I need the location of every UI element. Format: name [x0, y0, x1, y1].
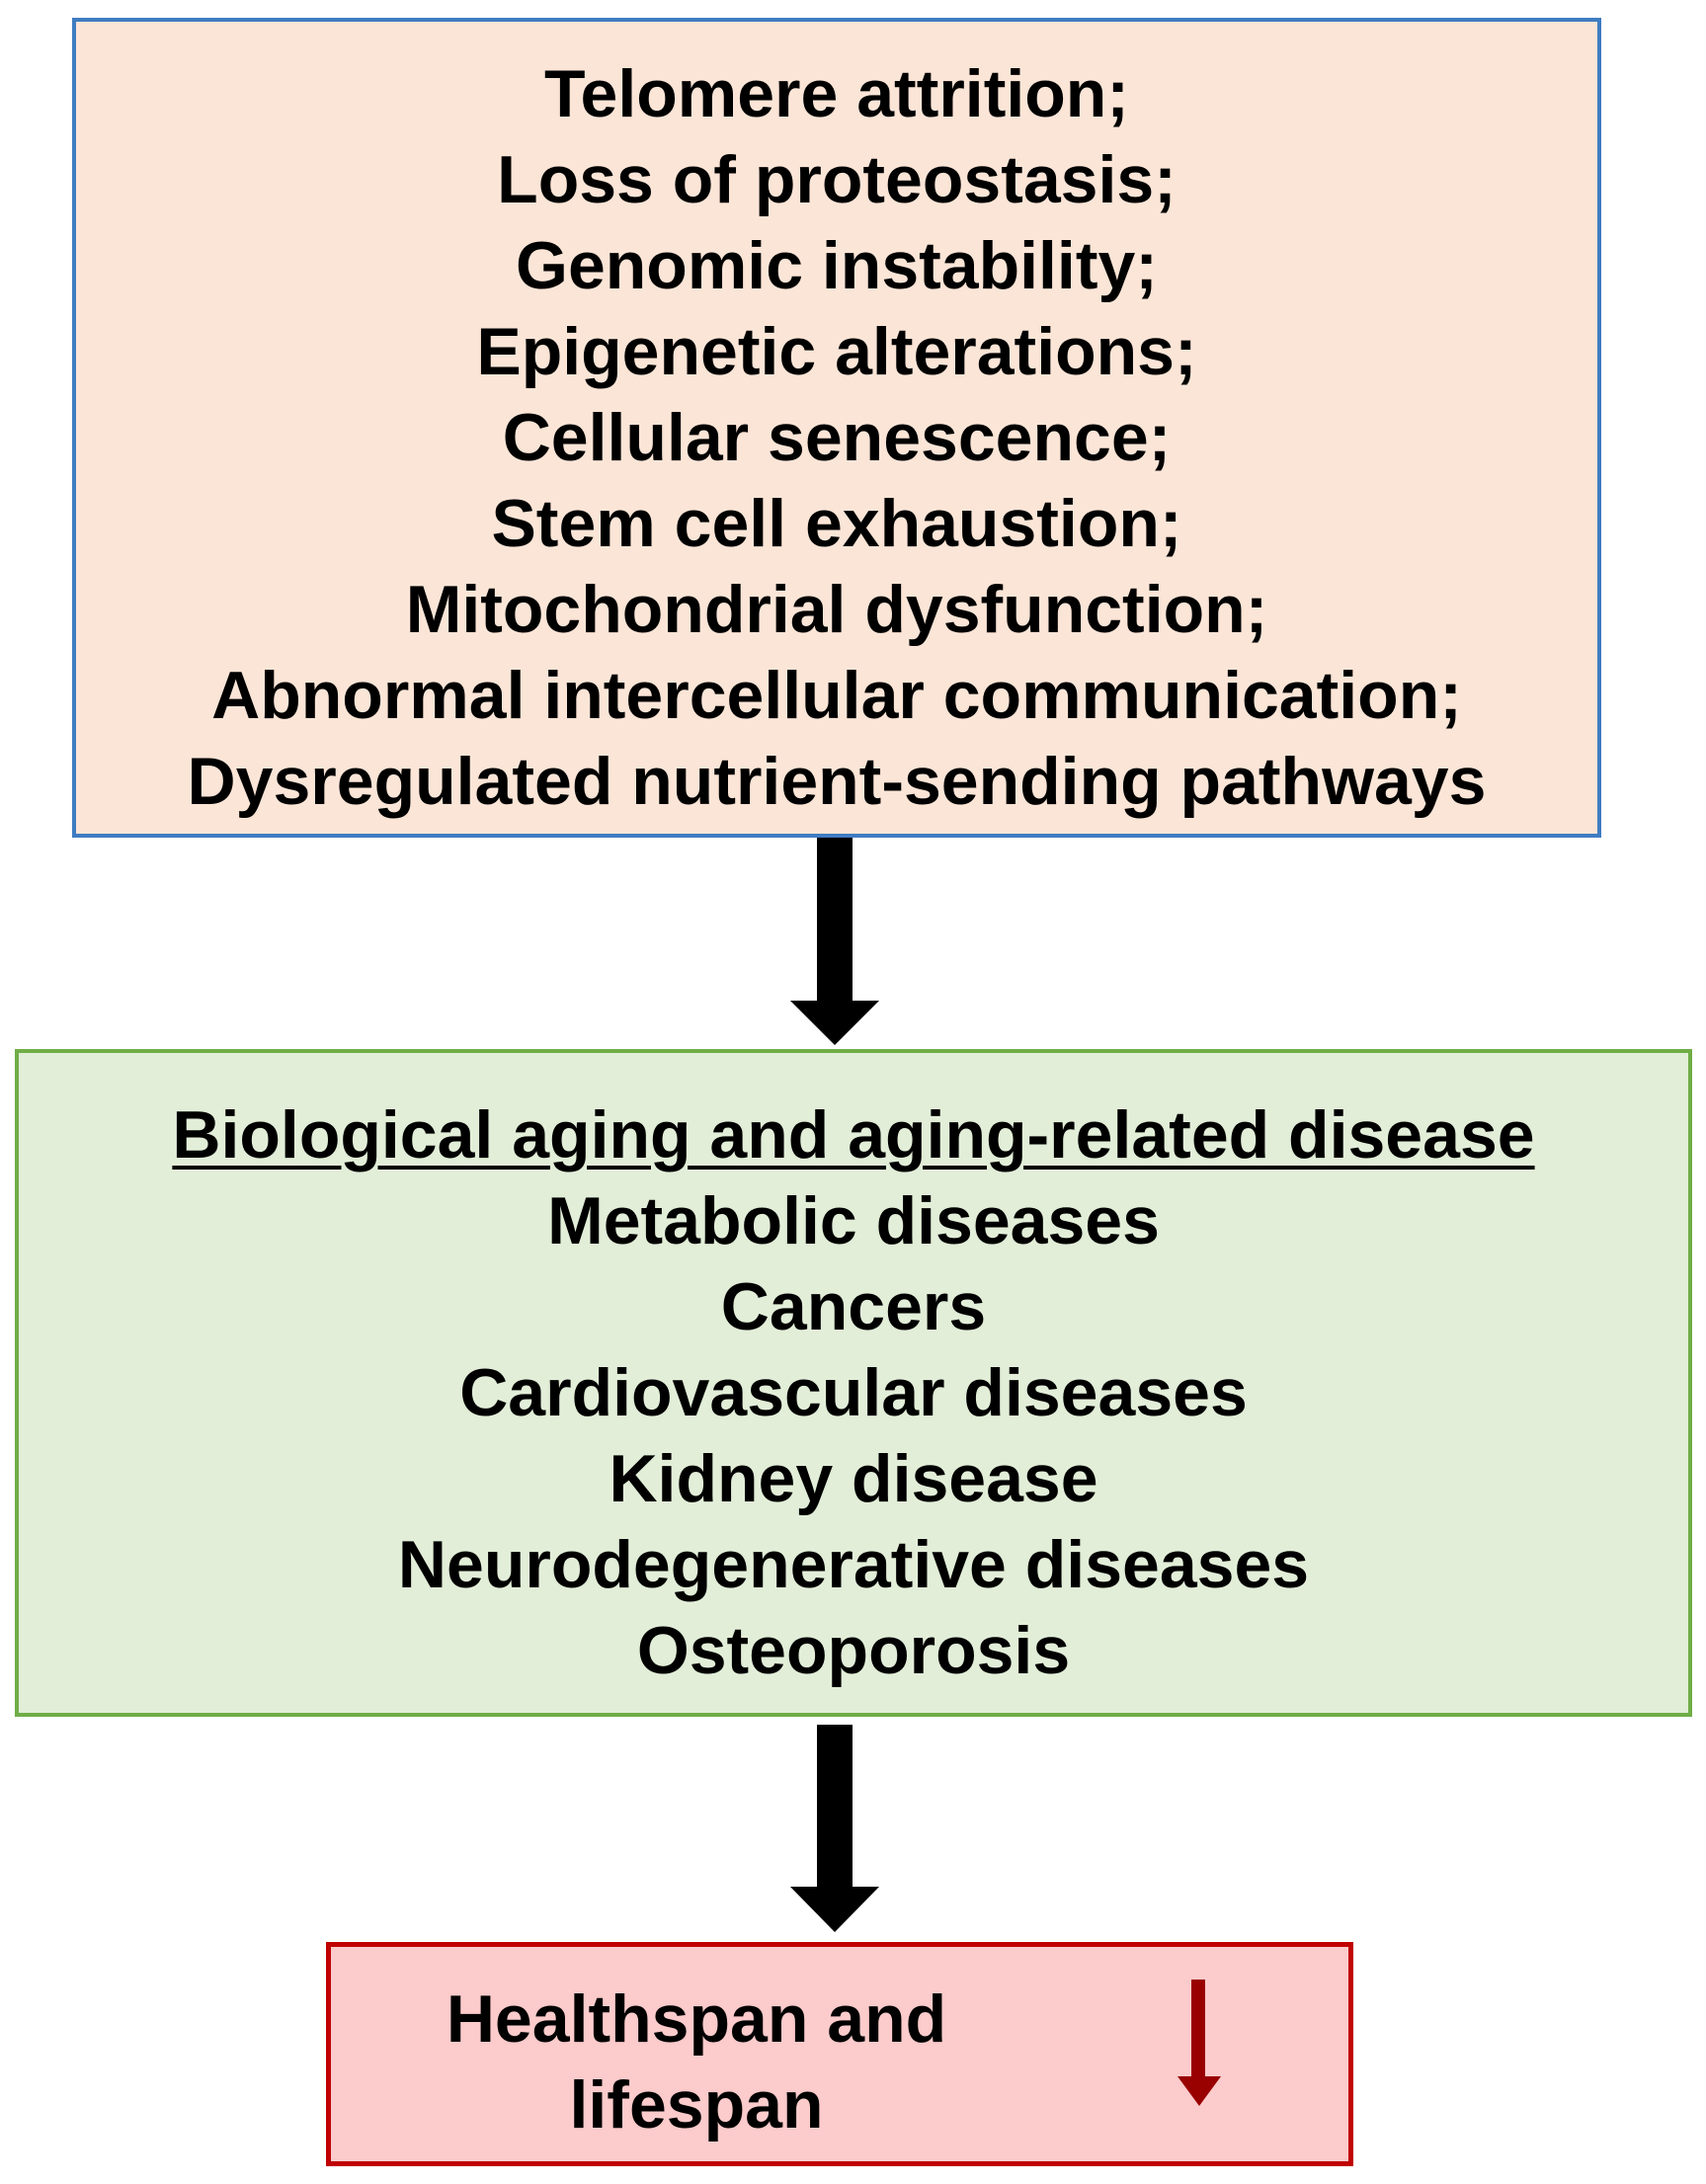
outcome-box: Healthspan and lifespan — [326, 1942, 1353, 2166]
hallmark-item: Stem cell exhaustion; — [491, 486, 1182, 561]
outcome-line-1: Healthspan and — [446, 1982, 947, 2057]
hallmark-item: Abnormal intercellular communication; — [211, 658, 1462, 733]
connector-arrow-icon — [790, 838, 879, 1045]
hallmark-item: Cellular senescence; — [502, 400, 1172, 475]
hallmark-item: Telomere attrition; — [544, 56, 1129, 131]
disease-item: Neurodegenerative diseases — [397, 1527, 1310, 1602]
down-arrow-icon — [1178, 1980, 1221, 2106]
disease-item: Metabolic diseases — [547, 1183, 1160, 1258]
hallmark-item: Genomic instability; — [516, 228, 1158, 303]
hallmarks-box: Telomere attrition; Loss of proteostasis… — [72, 18, 1601, 838]
diseases-heading: Biological aging and aging-related disea… — [172, 1097, 1535, 1173]
hallmark-item: Mitochondrial dysfunction; — [405, 572, 1268, 647]
outcome-label: Healthspan and lifespan — [331, 1977, 1062, 2148]
hallmark-item: Epigenetic alterations; — [476, 314, 1197, 389]
disease-item: Osteoporosis — [636, 1613, 1071, 1688]
hallmark-item: Dysregulated nutrient-sending pathways — [187, 744, 1487, 819]
disease-item: Cancers — [720, 1269, 987, 1344]
connector-arrow-icon — [790, 1725, 879, 1932]
outcome-line-2: lifespan — [569, 2067, 824, 2143]
disease-item: Cardiovascular diseases — [459, 1355, 1248, 1430]
hallmark-item: Loss of proteostasis; — [497, 142, 1177, 217]
disease-item: Kidney disease — [609, 1441, 1098, 1516]
diseases-box: Biological aging and aging-related disea… — [15, 1049, 1692, 1717]
